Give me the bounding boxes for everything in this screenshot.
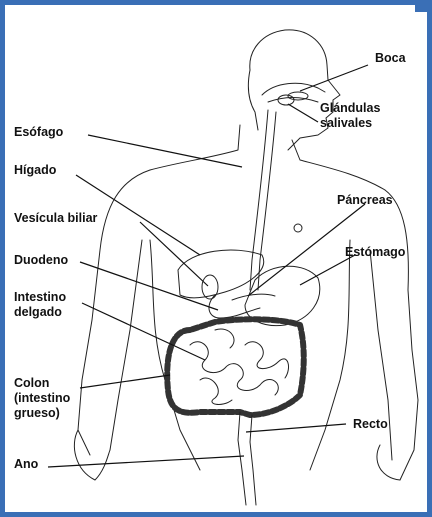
leader-glandulas xyxy=(288,104,318,122)
colon xyxy=(167,319,304,415)
torso-right xyxy=(310,240,350,470)
small-intestine xyxy=(190,329,289,404)
label-ano: Ano xyxy=(14,457,38,472)
label-colon: Colon (intestino grueso) xyxy=(14,376,70,421)
neck-right xyxy=(292,140,385,190)
left-arm-inner xyxy=(110,240,142,450)
label-higado: Hígado xyxy=(14,163,56,178)
leader-recto xyxy=(246,424,346,432)
head-back xyxy=(248,70,258,130)
label-duodeno: Duodeno xyxy=(14,253,68,268)
pancreas xyxy=(232,294,275,300)
rectum xyxy=(238,412,246,505)
esophagus xyxy=(250,110,268,290)
duodenum xyxy=(209,295,260,318)
label-vesicula-biliar: Vesícula biliar xyxy=(14,211,97,226)
salivary-gland-shape xyxy=(278,95,294,105)
label-recto: Recto xyxy=(353,417,388,432)
label-intestino-delgado: Intestino delgado xyxy=(14,290,66,320)
leader-esofago xyxy=(88,135,242,167)
head-outline xyxy=(250,30,340,150)
label-pancreas: Páncreas xyxy=(337,193,393,208)
label-estomago: Estómago xyxy=(345,245,405,260)
label-boca: Boca xyxy=(375,51,406,66)
label-glandulas-salivales: Glándulas salivales xyxy=(320,101,380,131)
leader-colon xyxy=(80,375,170,388)
leader-duodeno xyxy=(80,262,218,310)
torso-left xyxy=(150,240,200,470)
label-esofago: Esófago xyxy=(14,125,63,140)
